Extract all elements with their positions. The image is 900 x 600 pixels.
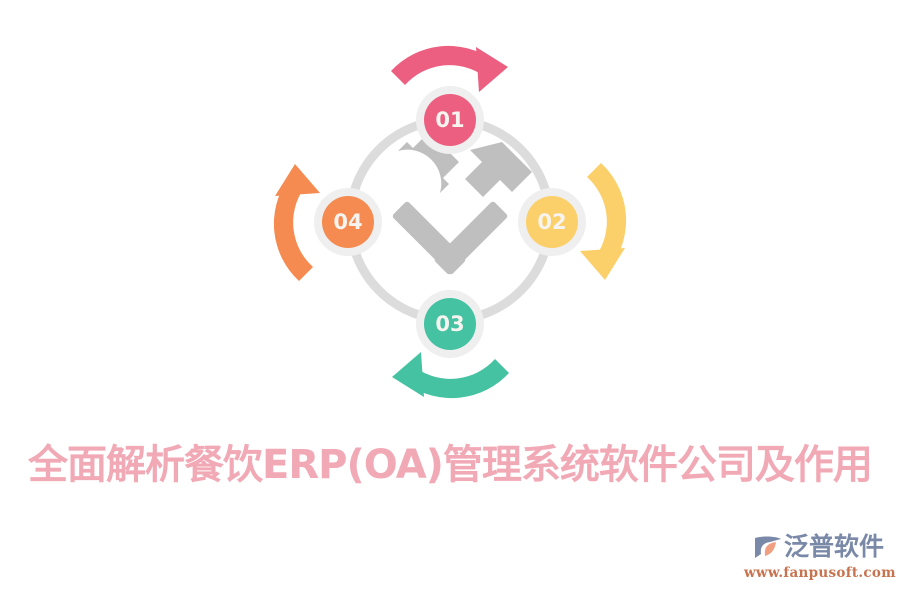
brand-name: 泛普软件 bbox=[783, 532, 884, 561]
curved-arrow-right-icon bbox=[391, 45, 508, 92]
cycle-diagram: 01 02 03 04 bbox=[250, 20, 650, 420]
step-badge-04[interactable] bbox=[322, 196, 374, 248]
step-badge-03[interactable] bbox=[424, 298, 476, 350]
brand-logo-row: 泛普软件 bbox=[744, 530, 884, 564]
crossed-hammers-icon bbox=[392, 132, 532, 275]
step-badge-01[interactable] bbox=[424, 94, 476, 146]
brand-url: www.fanpusoft.com bbox=[744, 565, 896, 581]
page-title: 全面解析餐饮ERP(OA)管理系统软件公司及作用 bbox=[28, 442, 873, 488]
cycle-diagram-svg bbox=[273, 45, 627, 399]
brand-logo: 泛普软件 www.fanpusoft.com bbox=[744, 530, 896, 590]
curved-arrow-up-icon bbox=[273, 164, 320, 281]
step-badge-02[interactable] bbox=[526, 196, 578, 248]
infographic-stage: 01 02 03 04 bbox=[250, 20, 650, 420]
fanpu-swoosh-logo-icon bbox=[754, 536, 781, 558]
curved-arrow-left-icon bbox=[392, 352, 509, 399]
curved-arrow-down-icon bbox=[580, 163, 627, 280]
